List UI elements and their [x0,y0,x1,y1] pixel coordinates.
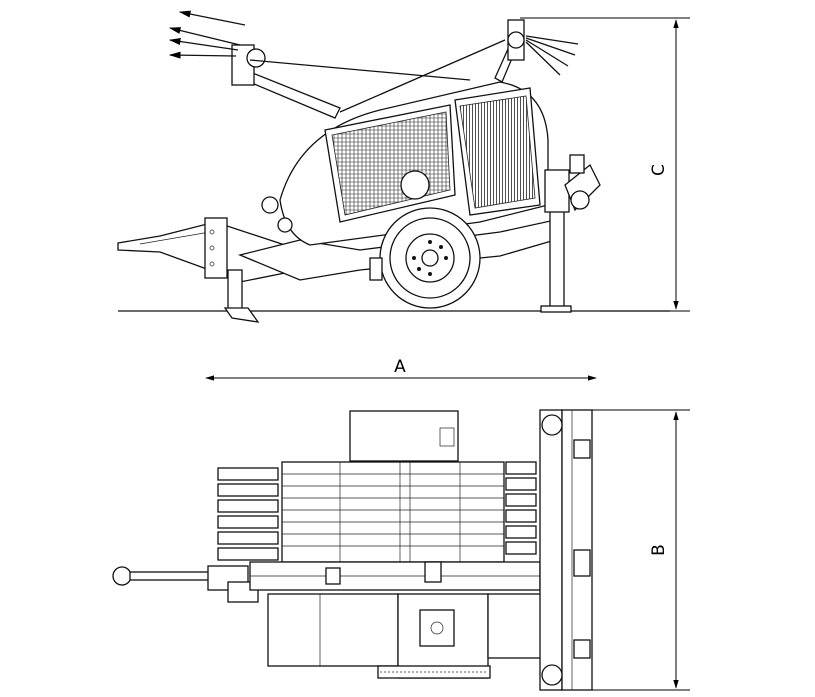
machine-housing [261,81,549,246]
tow-hitch [112,565,259,603]
dimension-a-label: A [394,357,406,377]
drum-stack [281,461,505,563]
rope-fan-right [525,35,579,76]
drawbar [117,217,301,283]
rear-jack [540,154,601,313]
dimension-c: C [520,17,690,312]
dimension-b: B [592,409,690,691]
front-jack [223,269,260,323]
engine-block [349,410,459,462]
lift-arm [231,19,525,119]
side-wheel [379,207,481,309]
dimension-b-label: B [649,544,669,556]
rope-arrows-left [168,10,246,59]
dimension-c-label: C [649,164,669,176]
pulley-bank-right [505,461,537,555]
lower-body [267,593,545,679]
dimension-a: A [205,357,597,381]
fender-bracket [369,257,383,281]
rear-anchor-beam [539,409,593,691]
pulley-bank-left [217,467,279,561]
top-view: B [112,409,690,691]
side-view: C [117,10,690,323]
